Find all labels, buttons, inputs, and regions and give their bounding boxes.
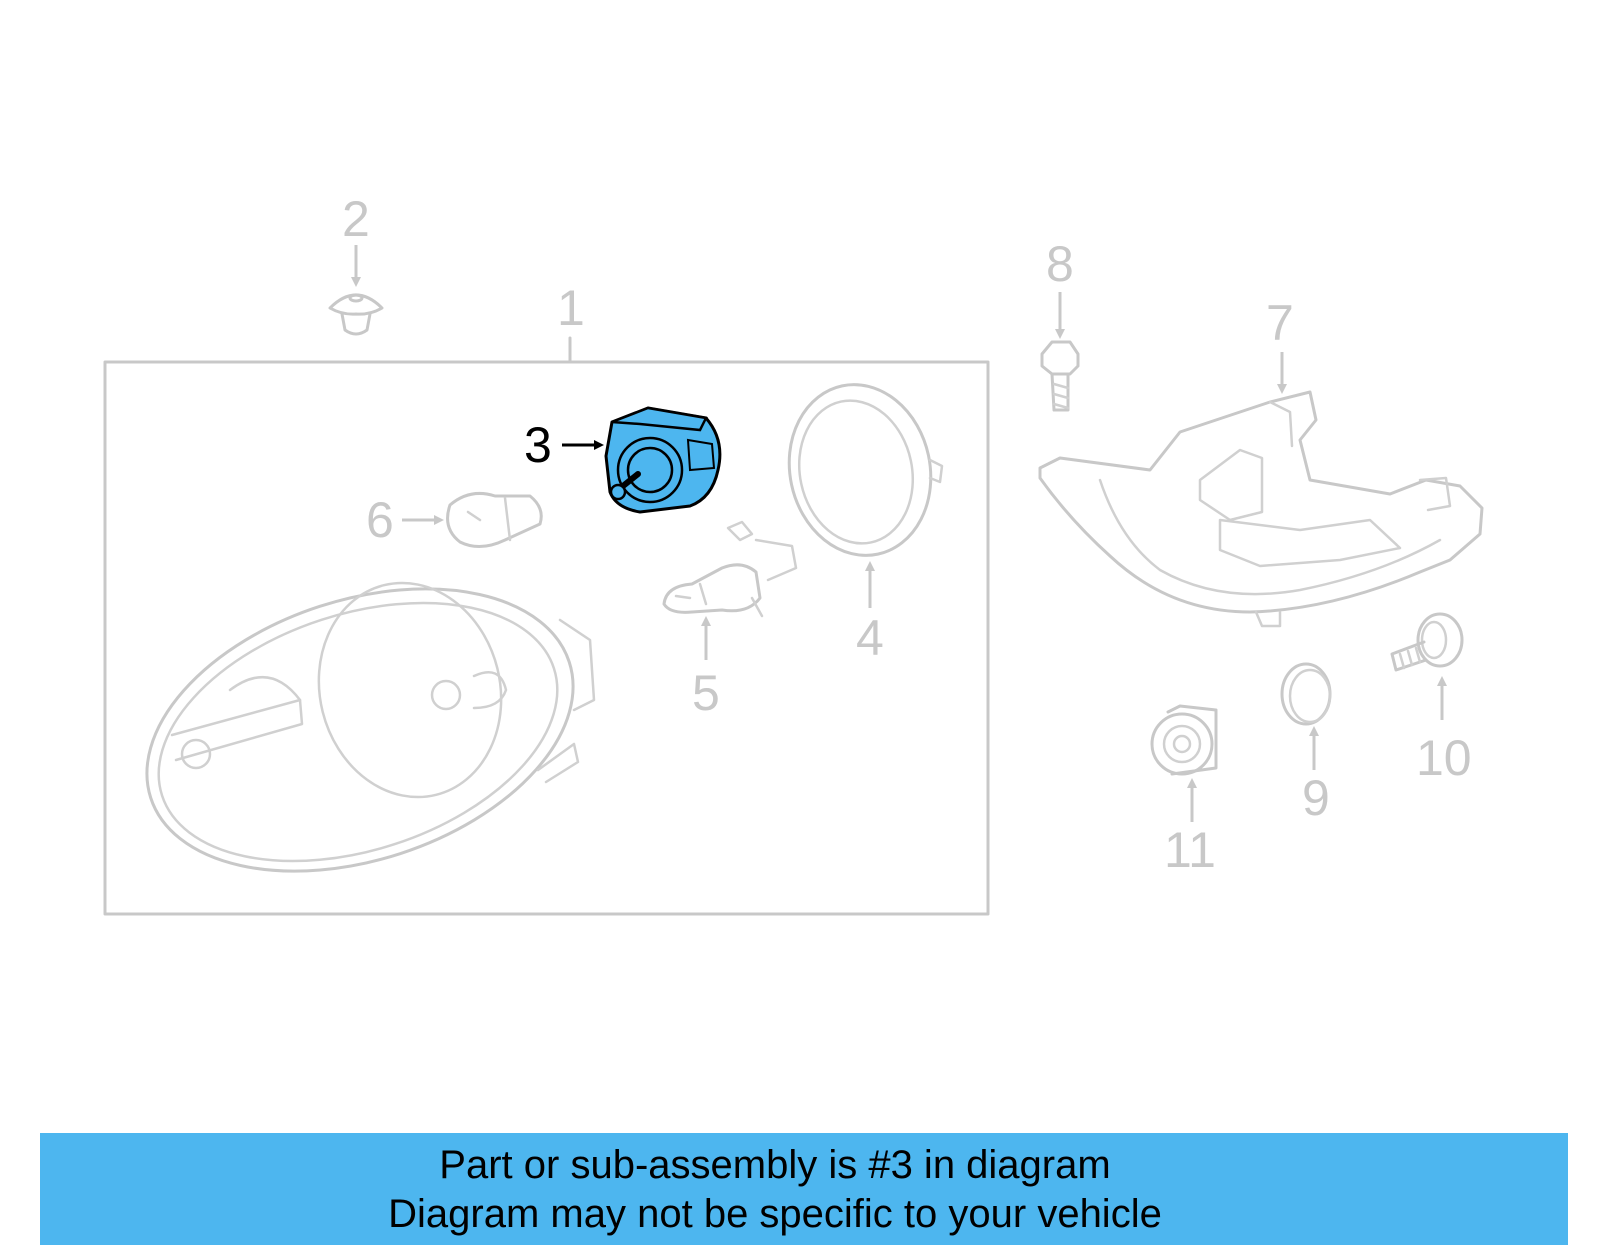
callout-2[interactable]: 2 bbox=[342, 191, 370, 247]
callout-9[interactable]: 9 bbox=[1302, 770, 1330, 826]
clip-part-2 bbox=[328, 293, 384, 336]
bulb-part-6 bbox=[446, 492, 543, 548]
callout-5[interactable]: 5 bbox=[692, 665, 720, 721]
plug-part-9 bbox=[1280, 662, 1332, 726]
callout-11[interactable]: 11 bbox=[1164, 822, 1216, 878]
callout-10[interactable]: 10 bbox=[1416, 730, 1472, 786]
banner-line-part: Part or sub-assembly is #3 in diagram bbox=[439, 1143, 1111, 1187]
banner-line-disclaimer: Diagram may not be specific to your vehi… bbox=[388, 1192, 1162, 1236]
bracket-part-7 bbox=[1038, 390, 1484, 628]
callout-7[interactable]: 7 bbox=[1266, 295, 1294, 351]
cover-part-4 bbox=[787, 383, 944, 557]
callout-1[interactable]: 1 bbox=[557, 280, 585, 336]
callout-3[interactable]: 3 bbox=[524, 417, 552, 473]
bulb-socket-part-3 bbox=[604, 406, 722, 514]
info-banner: Part or sub-assembly is #3 in diagram Di… bbox=[40, 1133, 1568, 1245]
assembly-frame bbox=[103, 360, 990, 916]
screw-part-10 bbox=[1390, 612, 1464, 672]
socket-part-11 bbox=[1150, 704, 1218, 776]
bolt-part-8 bbox=[1040, 340, 1080, 412]
headlamp-part-1 bbox=[145, 581, 596, 873]
callout-8[interactable]: 8 bbox=[1046, 236, 1074, 292]
callout-4[interactable]: 4 bbox=[856, 610, 884, 666]
bulb-part-5 bbox=[662, 520, 798, 618]
callout-6[interactable]: 6 bbox=[366, 492, 394, 548]
